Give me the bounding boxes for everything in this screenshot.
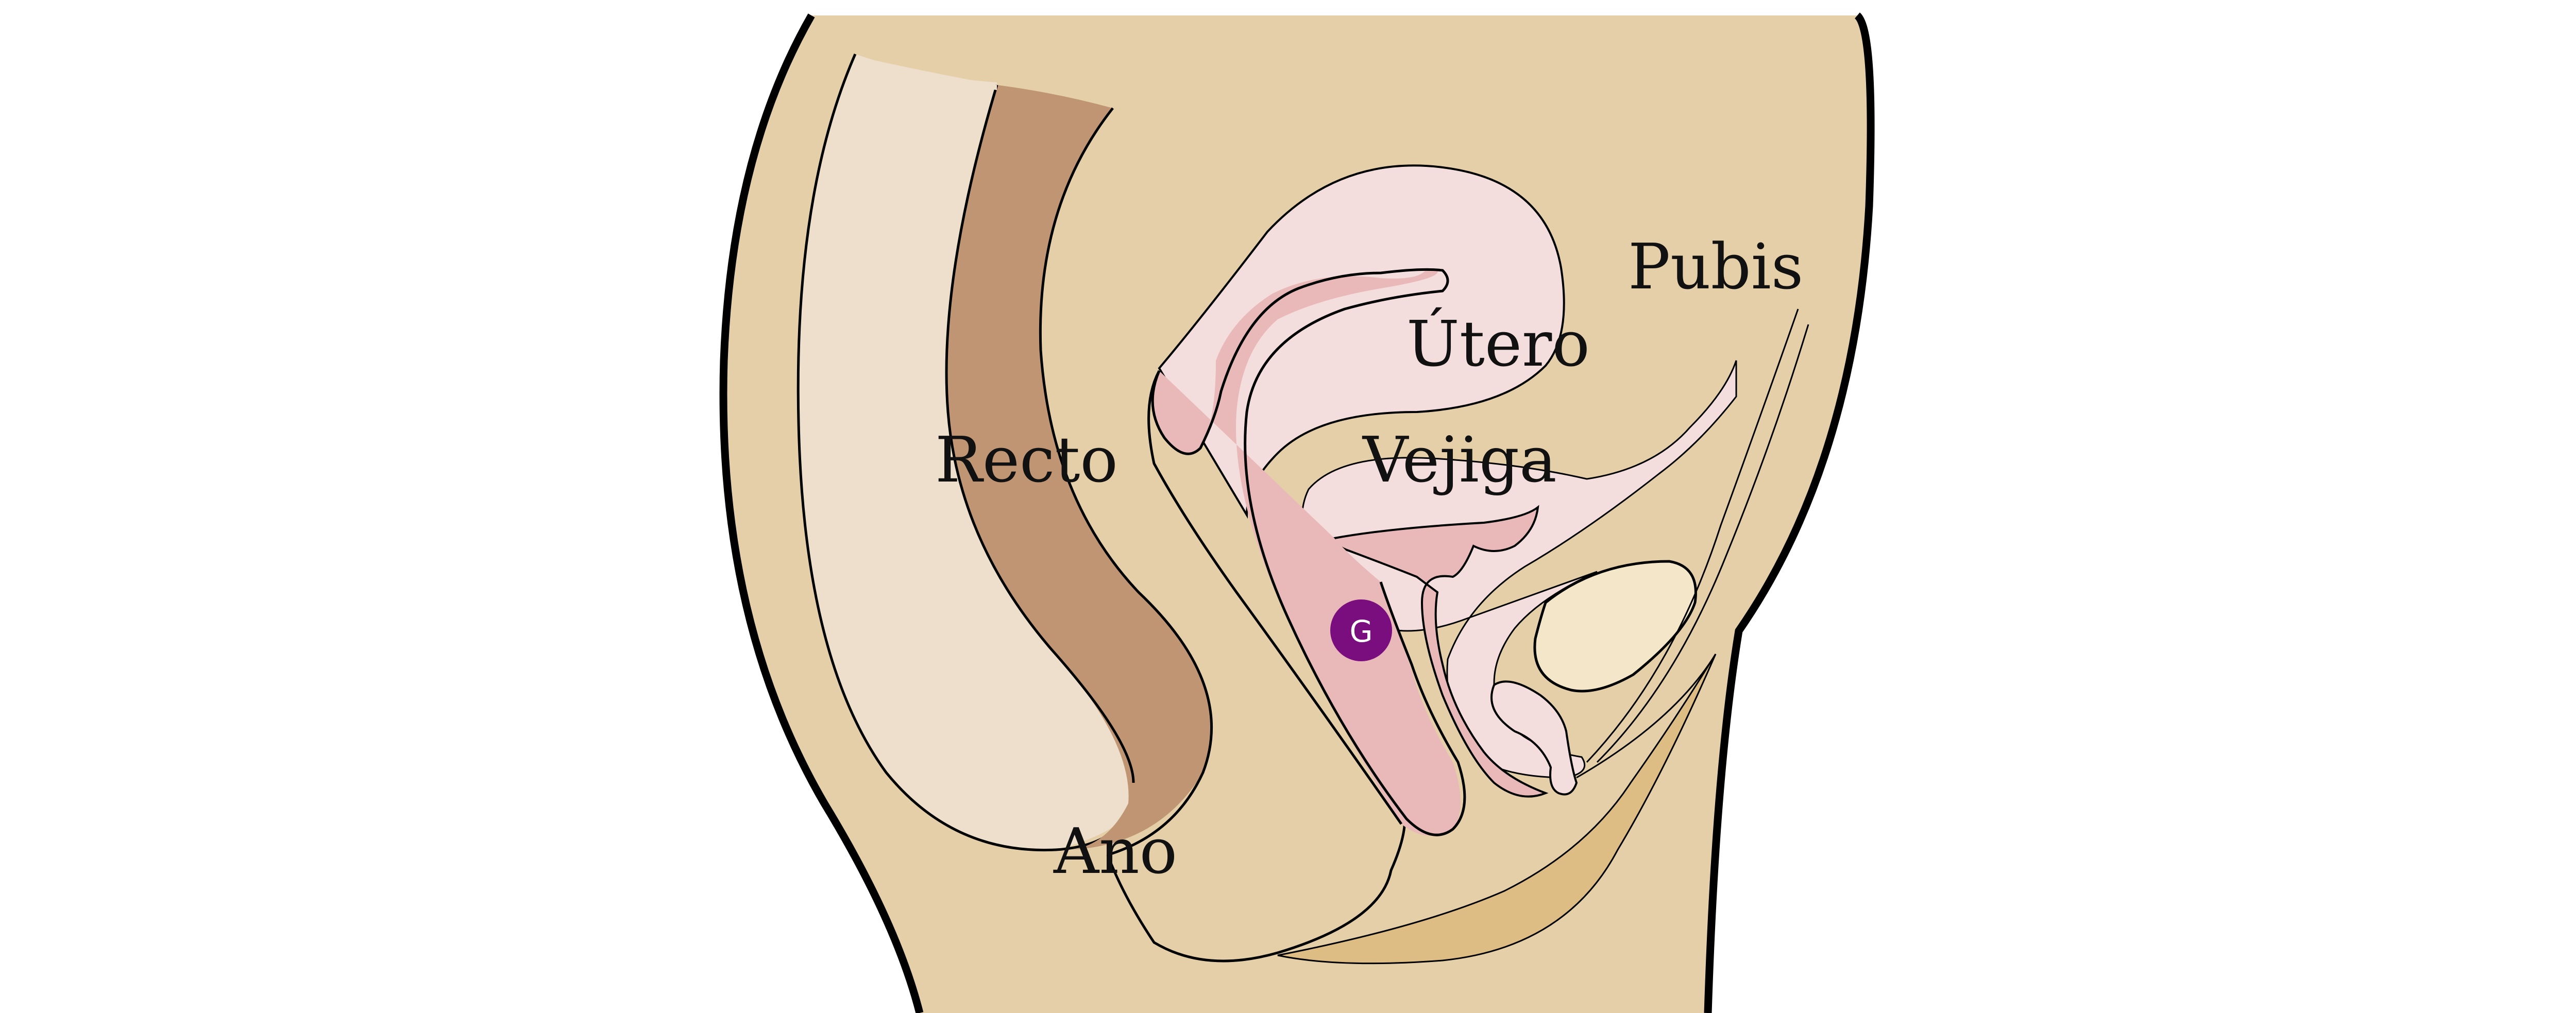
ano-label: Ano xyxy=(1053,815,1177,888)
vaginal-inner-line xyxy=(1151,268,1466,836)
anal-canal-outline xyxy=(1106,802,1406,963)
vaginal-outer-line xyxy=(1147,370,1403,825)
vejiga-label: Vejiga xyxy=(1362,423,1557,496)
back-outline xyxy=(719,13,924,1013)
pubic-front-line xyxy=(1576,654,1717,779)
clitoris xyxy=(1490,680,1578,796)
rectum-outer-line xyxy=(796,54,1135,852)
utero-label: Útero xyxy=(1406,307,1590,381)
recto-label: Recto xyxy=(935,423,1118,496)
rectum-wall xyxy=(946,85,1212,850)
g-spot-marker xyxy=(1330,599,1392,661)
urethra xyxy=(1333,505,1549,798)
pubis-label: Pubis xyxy=(1628,230,1803,303)
abdominal-line-1 xyxy=(1586,308,1799,763)
rectum-top-fade xyxy=(858,57,997,90)
abdominal-line-2 xyxy=(1596,324,1809,763)
g-spot-label: G xyxy=(1350,614,1373,649)
pubic-bone xyxy=(1533,560,1697,693)
rectum-inner-line xyxy=(945,84,1135,783)
front-outline xyxy=(1704,12,1875,1013)
uterus xyxy=(1158,164,1565,519)
rectum-wall-line xyxy=(1039,107,1213,856)
vaginal-canal xyxy=(1153,268,1461,836)
